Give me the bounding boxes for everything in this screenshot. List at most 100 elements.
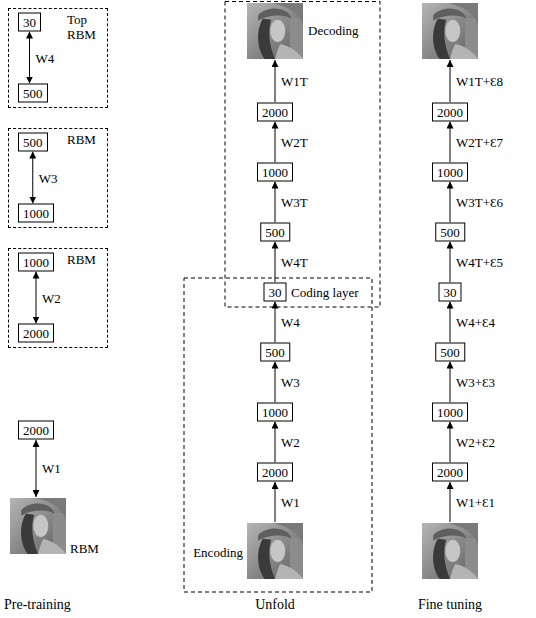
layer-box: 500 xyxy=(435,223,465,242)
annotation-label: W1T+Ɛ8 xyxy=(456,74,503,89)
weight-label: W3+Ɛ3 xyxy=(456,375,495,390)
weight-arrow xyxy=(450,482,451,522)
weight-label: W3T xyxy=(281,195,308,210)
annotation-label: RBM xyxy=(70,541,99,556)
layer-size: 500 xyxy=(23,135,43,150)
layer-box: 2000 xyxy=(432,103,468,122)
layer-size: 2000 xyxy=(262,105,288,120)
weight-arrow xyxy=(450,182,451,223)
panel-caption: Unfold xyxy=(255,597,295,612)
weight-arrow xyxy=(29,32,30,84)
weight-label: W2+Ɛ2 xyxy=(456,435,495,450)
layer-size: 500 xyxy=(440,225,460,240)
weight-label: W2T+Ɛ7 xyxy=(456,135,503,150)
layer-box: 2000 xyxy=(257,463,293,482)
layer-box: 2000 xyxy=(257,103,293,122)
decoder-bracket xyxy=(225,2,380,308)
encoder-bracket xyxy=(184,278,372,592)
layer-size: 1000 xyxy=(262,165,288,180)
layer-size: 2000 xyxy=(23,326,49,341)
weight-arrow xyxy=(275,122,276,163)
weight-arrow xyxy=(450,362,451,403)
layer-box: 500 xyxy=(18,133,48,152)
weight-arrow xyxy=(275,422,276,463)
group-title: RBM xyxy=(67,252,103,267)
layer-box: 2000 xyxy=(18,324,54,343)
weight-arrow xyxy=(275,242,276,283)
weight-arrow xyxy=(32,152,33,204)
weight-arrow xyxy=(450,422,451,463)
weight-label: W4T xyxy=(281,255,308,270)
layer-box: 500 xyxy=(435,343,465,362)
weight-label: W3T+Ɛ6 xyxy=(456,195,503,210)
weight-arrow xyxy=(275,362,276,403)
output-image xyxy=(422,3,478,59)
layer-box: 30 xyxy=(439,283,462,302)
layer-size: 1000 xyxy=(437,165,463,180)
layer-size: 1000 xyxy=(437,405,463,420)
weight-arrow xyxy=(36,440,37,497)
layer-box: 500 xyxy=(18,84,48,103)
layer-size: 1000 xyxy=(262,405,288,420)
layer-size: 1000 xyxy=(23,206,49,221)
layer-box: 1000 xyxy=(257,163,293,182)
annotation-label: W1 xyxy=(281,495,300,510)
weight-arrow xyxy=(275,60,276,102)
group-title: Top RBM xyxy=(67,12,103,42)
layer-box: 2000 xyxy=(432,463,468,482)
annotation-label: W1T xyxy=(281,74,308,89)
weight-arrow xyxy=(275,182,276,223)
weight-arrow xyxy=(450,122,451,163)
layer-box: 30 xyxy=(18,13,41,32)
annotation-label: Decoding xyxy=(308,23,359,38)
annotation-label: W1+Ɛ1 xyxy=(456,495,495,510)
annotation-label: W1 xyxy=(42,461,61,476)
rbm-group: Top RBM 30 500 xyxy=(8,8,108,108)
input-image xyxy=(422,523,478,579)
weight-label: W2 xyxy=(281,435,300,450)
group-title: RBM xyxy=(67,132,103,147)
layer-box: 1000 xyxy=(18,253,54,272)
layer-box: 30 xyxy=(264,283,287,302)
layer-size: 1000 xyxy=(23,255,49,270)
weight-arrow xyxy=(450,242,451,283)
weight-label: W4 xyxy=(36,50,55,65)
panel-caption: Fine tuning xyxy=(418,597,482,612)
layer-size: 2000 xyxy=(437,105,463,120)
annotation-label: Encoding xyxy=(193,545,243,560)
weight-label: W3 xyxy=(39,170,58,185)
layer-size: 500 xyxy=(265,225,285,240)
panel-caption: Pre-training xyxy=(4,597,71,612)
weight-label: W3 xyxy=(281,375,300,390)
layer-size: 2000 xyxy=(437,465,463,480)
layer-box: 500 xyxy=(260,223,290,242)
weight-label: W2T xyxy=(281,135,308,150)
layer-size: 2000 xyxy=(23,423,49,438)
weight-arrow xyxy=(275,482,276,522)
layer-size: 500 xyxy=(440,345,460,360)
annotation-label: Coding layer xyxy=(291,285,359,300)
layer-box: 2000 xyxy=(18,421,54,440)
layer-size: 2000 xyxy=(262,465,288,480)
layer-box: 1000 xyxy=(257,403,293,422)
weight-label: W4+Ɛ4 xyxy=(456,315,495,330)
layer-size: 30 xyxy=(269,285,282,300)
rbm-group: RBM 500 1000 xyxy=(8,128,108,228)
layer-box: 1000 xyxy=(432,403,468,422)
input-image xyxy=(247,523,303,579)
weight-label: W4 xyxy=(281,315,300,330)
weight-arrow xyxy=(36,272,37,324)
weight-arrow xyxy=(450,302,451,343)
layer-box: 1000 xyxy=(432,163,468,182)
weight-arrow xyxy=(450,60,451,102)
output-image xyxy=(247,3,303,59)
layer-size: 30 xyxy=(444,285,457,300)
layer-box: 1000 xyxy=(18,204,54,223)
layer-box: 500 xyxy=(260,343,290,362)
input-image xyxy=(10,498,66,554)
weight-label: W2 xyxy=(42,290,61,305)
weight-label: W4T+Ɛ5 xyxy=(456,255,503,270)
